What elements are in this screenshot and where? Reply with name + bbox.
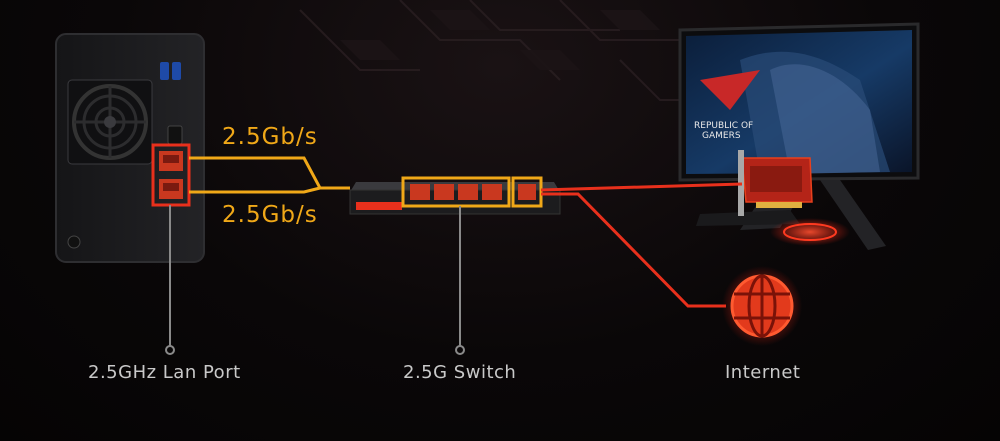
monitor-device: REPUBLIC OF GAMERS xyxy=(678,22,920,250)
monitor-brand-line2: GAMERS xyxy=(702,131,741,141)
pointer-nas xyxy=(165,205,175,355)
link-nas-switch-2 xyxy=(189,186,321,194)
pointer-switch xyxy=(455,206,465,355)
nas-label: 2.5GHz Lan Port xyxy=(88,362,241,383)
switch-ports-icon xyxy=(401,176,543,208)
link-speed-label-top: 2.5Gb/s xyxy=(222,124,318,150)
monitor-brand-line1: REPUBLIC OF xyxy=(694,121,753,131)
fan-icon xyxy=(67,79,153,165)
internet-globe-icon xyxy=(722,266,802,346)
switch-label: 2.5G Switch xyxy=(403,362,517,383)
switch-device xyxy=(349,176,561,215)
network-card-icon xyxy=(738,150,813,216)
internet-label: Internet xyxy=(725,362,801,383)
link-nas-switch-1 xyxy=(189,156,350,190)
nas-device xyxy=(55,33,205,263)
link-switch-internet xyxy=(541,192,726,308)
link-speed-label-bottom: 2.5Gb/s xyxy=(222,202,318,228)
link-switch-pc xyxy=(540,182,743,192)
